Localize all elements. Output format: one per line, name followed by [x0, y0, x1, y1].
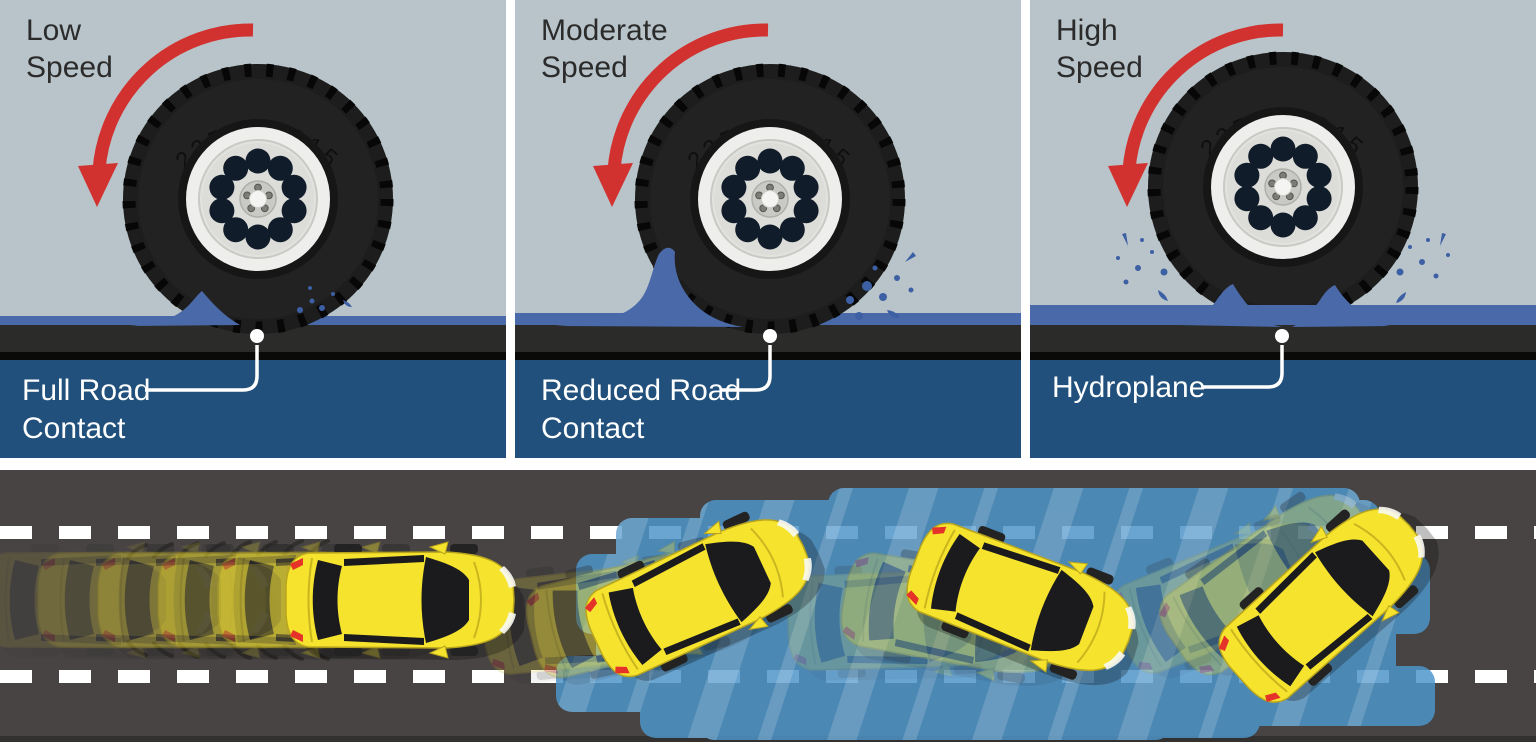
tire-panels-row: Low Speed Full Road Contact — [0, 0, 1536, 458]
tire-illustration — [1148, 52, 1418, 322]
car-position-1 — [285, 541, 526, 661]
rotation-arrow-icon — [78, 23, 254, 207]
panel-high-speed: High Speed Hydroplane — [1030, 0, 1536, 458]
moderate-speed-scene — [515, 0, 1021, 458]
rotation-arrow-icon — [593, 23, 769, 207]
tire-illustration — [123, 64, 393, 334]
water-splash — [297, 286, 352, 313]
water-bow-wave — [130, 291, 240, 326]
water-splash-right — [1396, 233, 1450, 303]
contact-callout — [1202, 329, 1289, 389]
contact-callout — [145, 329, 264, 392]
contact-label-reduced: Reduced Road Contact — [541, 374, 742, 445]
speed-label-low: Low Speed — [26, 14, 113, 84]
water-wedge — [555, 247, 743, 327]
rotation-arrow-icon — [1108, 23, 1284, 207]
road-scene — [0, 470, 1536, 742]
contact-label-hydroplane: Hydroplane — [1052, 371, 1206, 404]
low-speed-scene — [0, 0, 506, 458]
deep-water — [515, 360, 1021, 458]
contact-callout — [720, 329, 777, 392]
deep-water — [0, 360, 506, 458]
road-scene-canvas — [0, 470, 1536, 742]
speed-label-high: High Speed — [1056, 14, 1143, 84]
contact-label-full: Full Road Contact — [22, 374, 151, 445]
panel-moderate-speed: Moderate Speed Reduced Road Contact — [515, 0, 1021, 458]
water-splash-left — [1116, 233, 1168, 301]
high-speed-scene — [1030, 0, 1536, 458]
speed-label-moderate: Moderate Speed — [541, 14, 668, 84]
water-splash — [846, 252, 916, 320]
water-layer-under-tire — [1030, 284, 1536, 327]
panel-low-speed: Low Speed Full Road Contact — [0, 0, 506, 458]
